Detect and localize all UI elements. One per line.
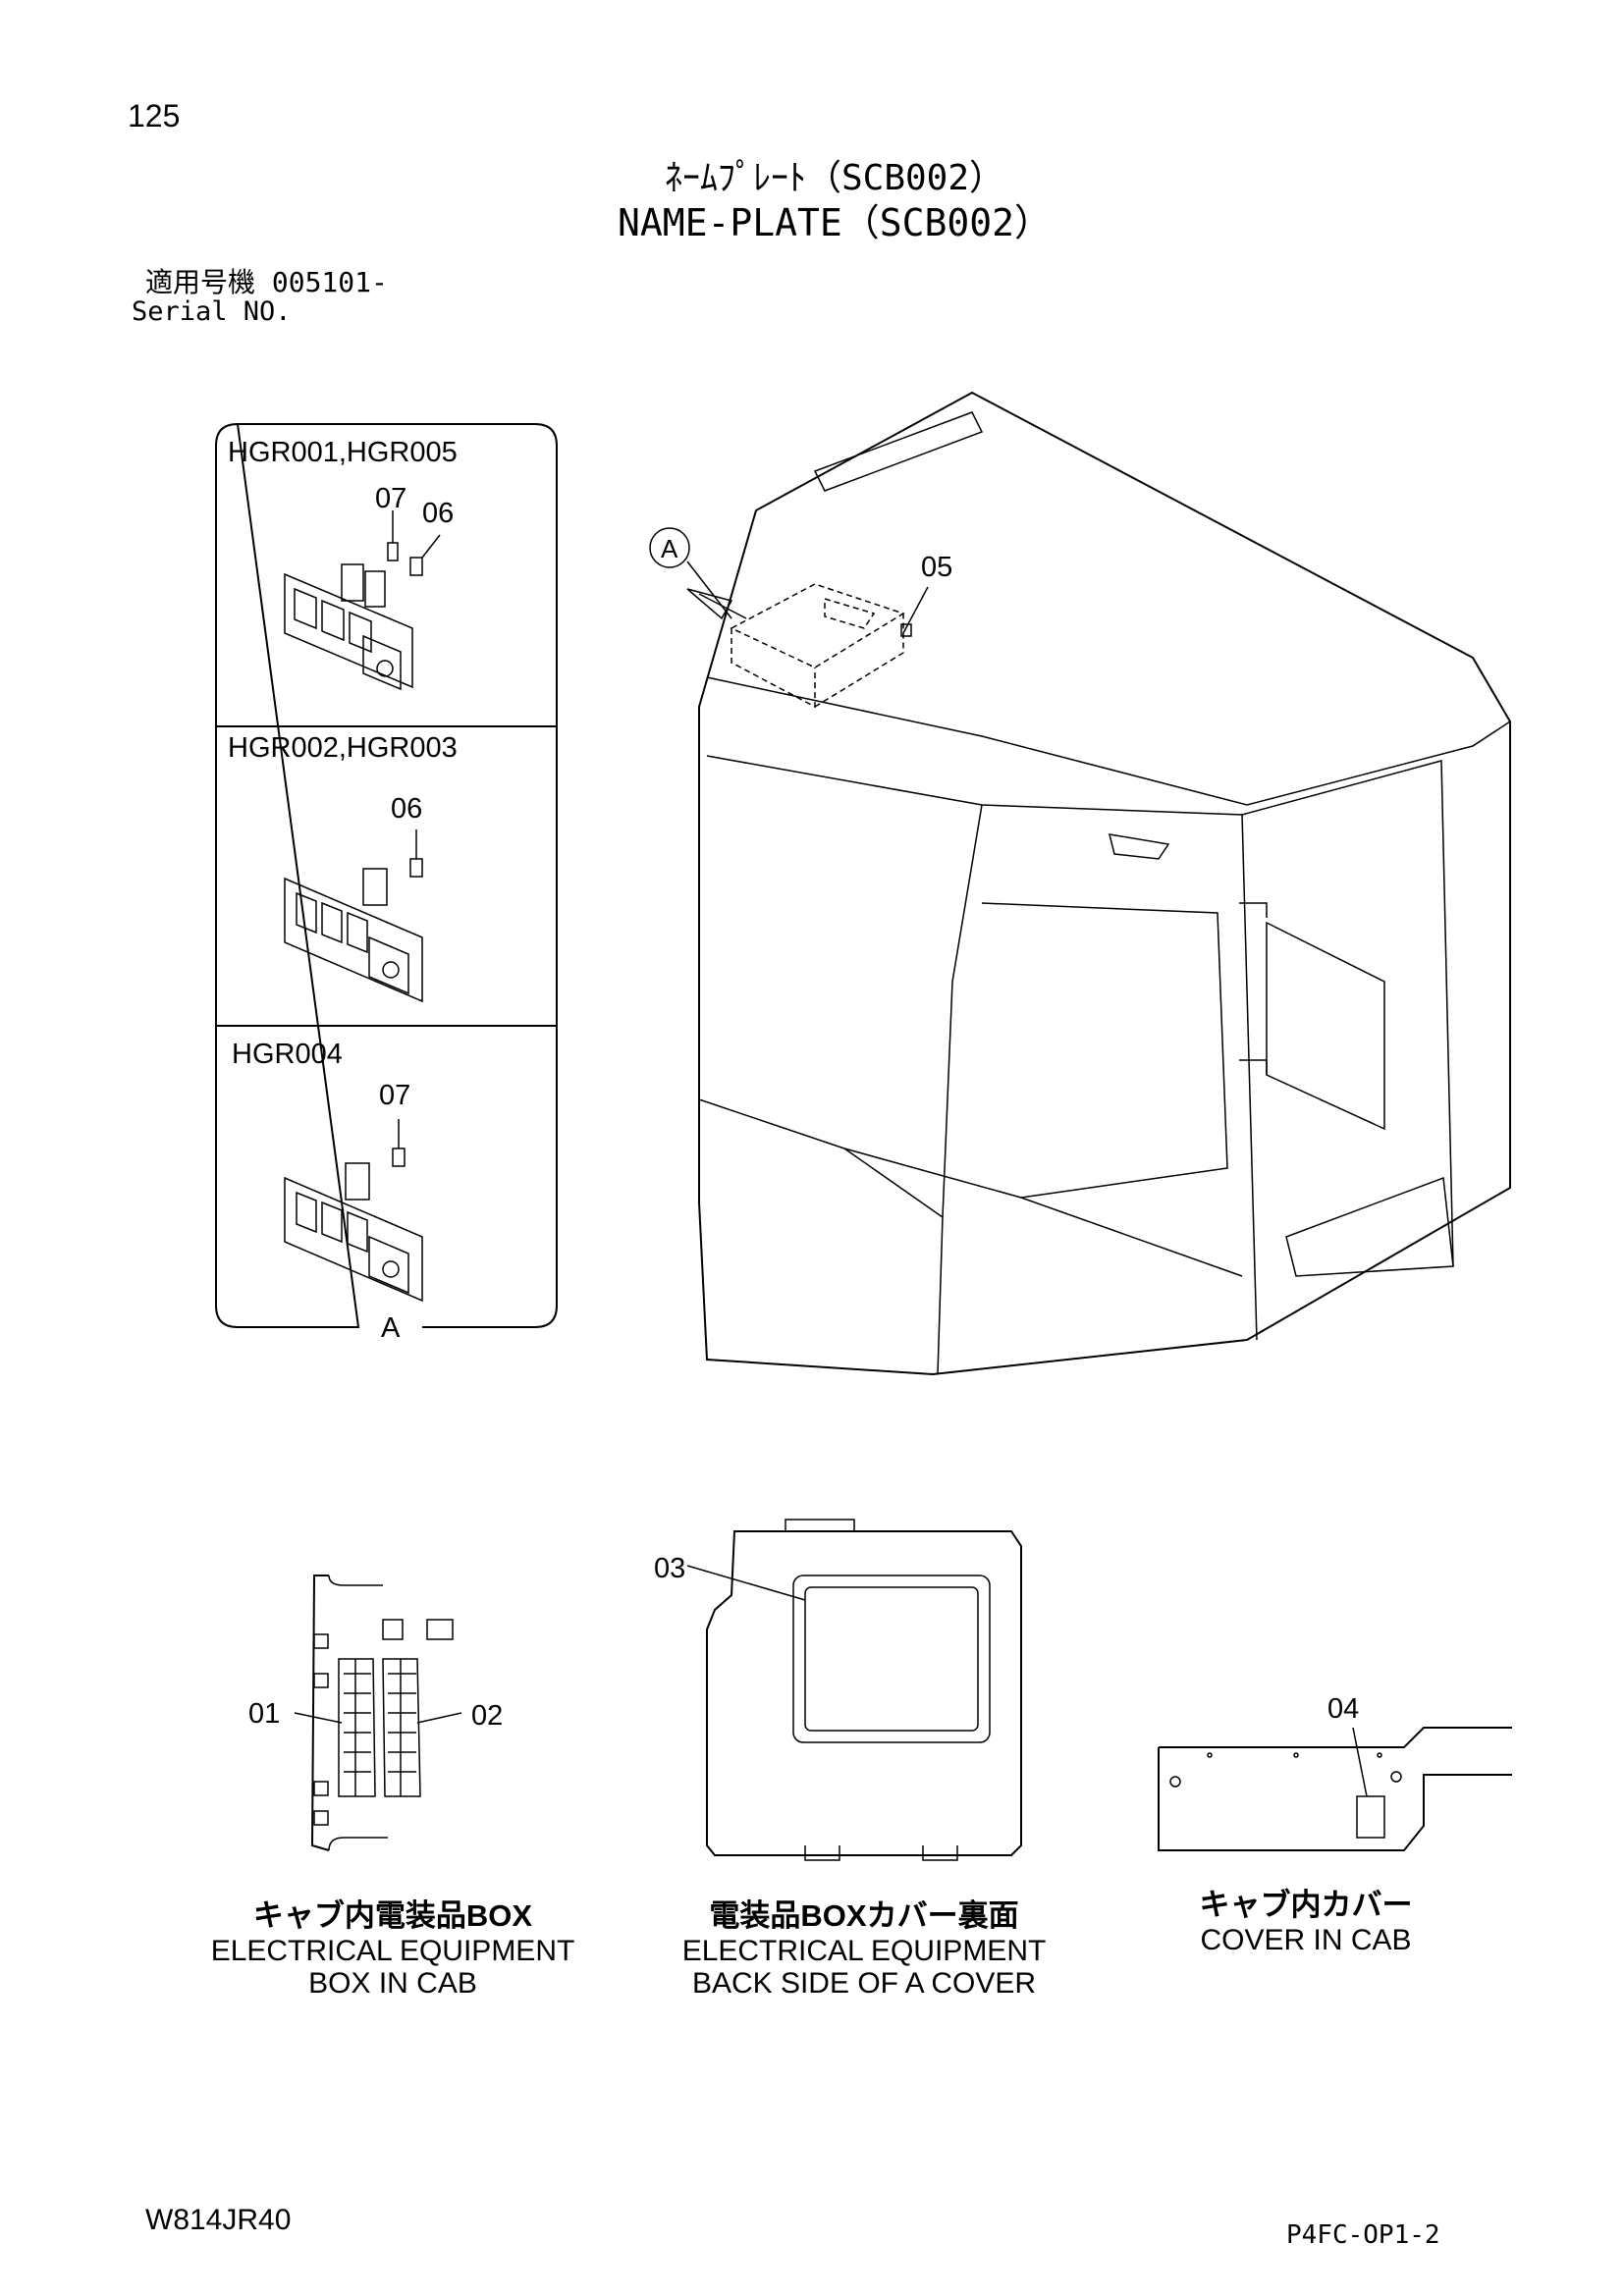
view-a-marker: A	[661, 534, 678, 563]
caption-cover-back: 電装品BOXカバー裏面 ELECTRICAL EQUIPMENT BACK SI…	[648, 1891, 1080, 2000]
callout-02: 02	[471, 1700, 504, 1732]
cab-cover-drawing	[1158, 1727, 1512, 1851]
section-label-hgr002-hgr003: HGR002,HGR003	[228, 732, 458, 764]
serial-range: 適用号機 005101-	[145, 266, 388, 298]
caption-cab-cover: キャブ内カバー COVER IN CAB	[1129, 1880, 1483, 1956]
caption-cab-cover-en: COVER IN CAB	[1200, 1924, 1412, 1956]
page-number: 125	[128, 98, 181, 133]
caption-cab-cover-jp: キャブ内カバー	[1199, 1888, 1413, 1922]
electrical-box-drawing	[294, 1575, 462, 1851]
caption-electrical-box-jp: キャブ内電装品BOX	[252, 1898, 533, 1933]
view-a-marker-circle	[649, 527, 690, 568]
caption-cover-back-jp: 電装品BOXカバー裏面	[709, 1898, 1019, 1933]
footer-model-code: W814JR40	[145, 2204, 292, 2236]
page-title-jp: ﾈｰﾑﾌﾟﾚｰﾄ（SCB002）	[664, 158, 1005, 198]
callout-07: 07	[375, 483, 407, 514]
callout-07: 07	[379, 1080, 411, 1111]
callout-01: 01	[248, 1698, 281, 1730]
caption-electrical-box: キャブ内電装品BOX ELECTRICAL EQUIPMENT BOX IN C…	[187, 1891, 599, 2000]
section-label-hgr004: HGR004	[232, 1039, 343, 1070]
switch-panel-hgr001	[284, 510, 441, 691]
section-label-hgr001-hgr005: HGR001,HGR005	[228, 437, 458, 468]
footer-page-code: P4FC-OP1-2	[1286, 2220, 1440, 2250]
page-title-en: NAME-PLATE（SCB002）	[617, 201, 1053, 244]
detail-panel-frame	[215, 422, 558, 1328]
cover-back-drawing	[686, 1519, 1022, 1861]
caption-electrical-box-en-1: ELECTRICAL EQUIPMENT	[210, 1935, 575, 1967]
callout-04: 04	[1327, 1693, 1360, 1725]
caption-cover-back-en-1: ELECTRICAL EQUIPMENT	[681, 1935, 1047, 1967]
hidden-electrical-box	[730, 583, 929, 709]
switch-panel-hgr002	[284, 829, 423, 1003]
callout-03: 03	[654, 1553, 686, 1584]
switch-panel-hgr004	[284, 1119, 423, 1303]
callout-05: 05	[921, 552, 953, 583]
detail-view-label: A	[381, 1312, 401, 1344]
caption-cover-back-en-2: BACK SIDE OF A COVER	[691, 1967, 1037, 2000]
serial-label: Serial NO.	[132, 296, 292, 327]
view-a-leader	[686, 561, 732, 619]
callout-06: 06	[422, 498, 455, 529]
cab-outline	[686, 391, 1511, 1376]
callout-06: 06	[391, 793, 423, 825]
caption-electrical-box-en-2: BOX IN CAB	[308, 1967, 477, 2000]
